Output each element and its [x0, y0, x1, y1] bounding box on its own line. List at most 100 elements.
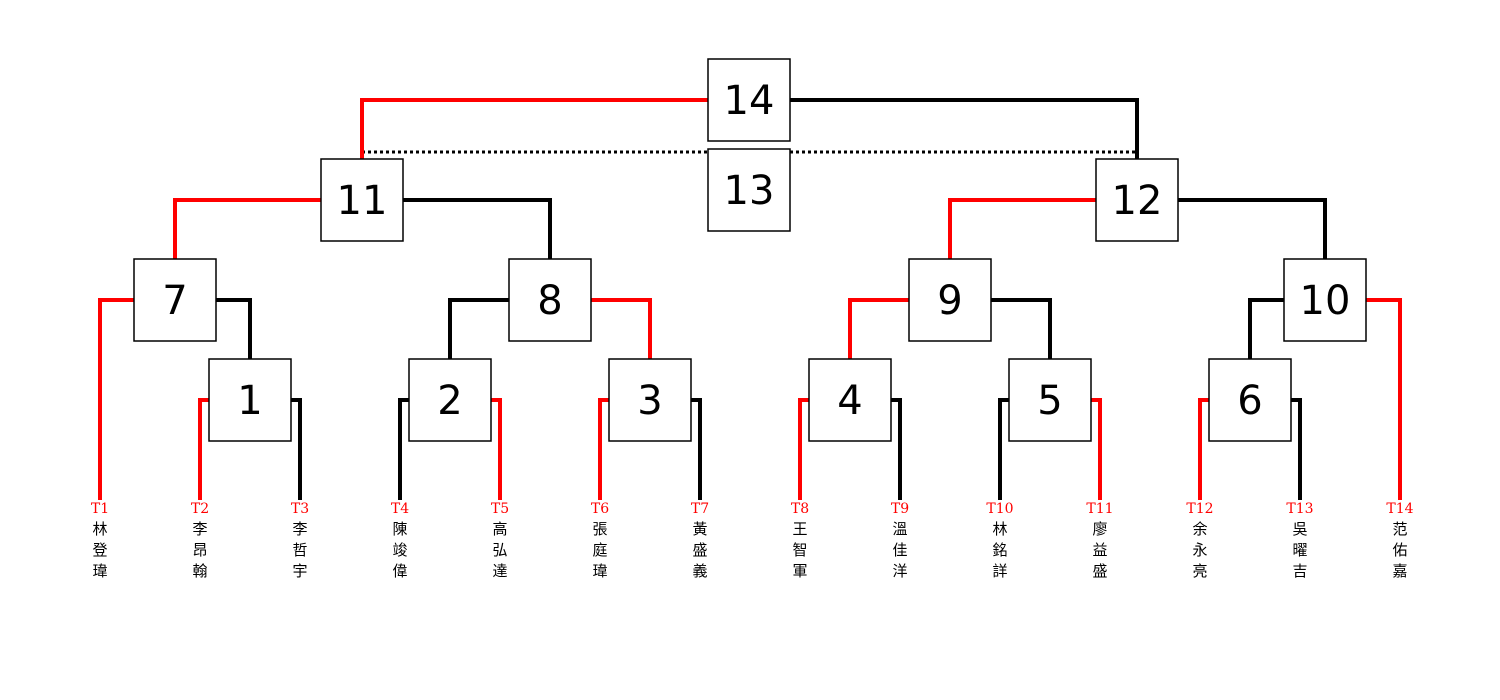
- match-10-left-connector: [1248, 298, 1284, 359]
- match-9-right-connector: [991, 298, 1052, 359]
- team-seed-label: T10: [986, 501, 1013, 517]
- team-player-name: 李昂翰: [192, 520, 207, 580]
- team-seed-label: T4: [391, 501, 409, 517]
- match-box-6[interactable]: 6: [1208, 358, 1292, 442]
- match-box-frame: [808, 358, 892, 442]
- match-1-left-connector: [198, 398, 209, 500]
- match-number: 9: [937, 278, 962, 324]
- match-box-frame: [1008, 358, 1092, 442]
- match-2-right-connector: [491, 398, 502, 500]
- match-number: 10: [1300, 278, 1351, 324]
- team-T6: T6 張庭瑋: [591, 501, 609, 580]
- match-number: 1: [237, 378, 262, 424]
- team-list: T1林登瑋T2李昂翰T3李哲宇T4陳竣偉T5高弘達T6張庭瑋T7黃盛義T8王智軍…: [91, 501, 1414, 580]
- team-player-name: 吳曜吉: [1292, 520, 1307, 580]
- team-player-name: 陳竣偉: [392, 520, 407, 580]
- match-box-frame: [908, 258, 992, 342]
- match-box-7[interactable]: 7: [133, 258, 217, 342]
- match-10-right-connector: [1366, 298, 1402, 500]
- team-T10: T10 林銘詳: [986, 501, 1013, 580]
- team-seed-label: T2: [191, 501, 209, 517]
- match-14-left-connector: [360, 98, 708, 159]
- team-player-name: 王智軍: [792, 520, 807, 580]
- match-box-4[interactable]: 4: [808, 358, 892, 442]
- match-box-12[interactable]: 12: [1095, 158, 1179, 242]
- match-number: 11: [337, 178, 388, 224]
- match-number: 4: [837, 378, 862, 424]
- match-5-left-connector: [998, 398, 1009, 500]
- match-box-2[interactable]: 2: [408, 358, 492, 442]
- match-12-left-connector: [948, 198, 1096, 259]
- team-player-name: 林銘詳: [992, 520, 1007, 580]
- match-box-frame: [707, 58, 791, 142]
- team-T13: T13 吳曜吉: [1286, 501, 1313, 580]
- match-11-right-connector: [403, 198, 552, 259]
- match-box-frame: [608, 358, 692, 442]
- match-number: 2: [437, 378, 462, 424]
- match-box-10[interactable]: 10: [1283, 258, 1367, 342]
- match-box-frame: [707, 148, 791, 232]
- team-player-name: 范佑嘉: [1392, 520, 1407, 580]
- team-player-name: 張庭瑋: [592, 520, 607, 580]
- team-T12: T12 余永亮: [1186, 501, 1213, 580]
- match-7-right-connector: [216, 298, 252, 359]
- match-number: 8: [537, 278, 562, 324]
- match-7-left-connector: [98, 298, 134, 500]
- match-box-frame: [1095, 158, 1179, 242]
- team-seed-label: T11: [1086, 501, 1113, 517]
- match-14-right-connector: [790, 98, 1139, 159]
- match-box-9[interactable]: 9: [908, 258, 992, 342]
- connector-lines: [98, 98, 1402, 500]
- match-box-14[interactable]: 14: [707, 58, 791, 142]
- match-box-11[interactable]: 11: [320, 158, 404, 242]
- match-5-right-connector: [1091, 398, 1102, 500]
- team-player-name: 李哲宇: [292, 520, 307, 580]
- match-11-left-connector: [173, 198, 321, 259]
- team-seed-label: T3: [291, 501, 309, 517]
- match-8-right-connector: [591, 298, 652, 359]
- team-T3: T3 李哲宇: [291, 501, 309, 580]
- match-box-13[interactable]: 13: [707, 148, 791, 232]
- team-seed-label: T13: [1286, 501, 1313, 517]
- match-number: 3: [637, 378, 662, 424]
- match-2-left-connector: [398, 398, 409, 500]
- match-9-left-connector: [848, 298, 909, 359]
- team-seed-label: T9: [891, 501, 909, 517]
- match-4-right-connector: [891, 398, 902, 500]
- match-box-1[interactable]: 1: [208, 358, 292, 442]
- match-3-left-connector: [598, 398, 609, 500]
- team-seed-label: T6: [591, 501, 609, 517]
- team-seed-label: T5: [491, 501, 509, 517]
- match-number: 13: [724, 168, 775, 214]
- team-player-name: 溫佳洋: [892, 520, 907, 580]
- match-number: 6: [1237, 378, 1262, 424]
- match-8-left-connector: [448, 298, 509, 359]
- team-T2: T2 李昂翰: [191, 501, 209, 580]
- match-box-3[interactable]: 3: [608, 358, 692, 442]
- match-3-right-connector: [691, 398, 702, 500]
- match-6-right-connector: [1291, 398, 1302, 500]
- match-number: 12: [1112, 178, 1163, 224]
- match-box-frame: [408, 358, 492, 442]
- team-seed-label: T12: [1186, 501, 1213, 517]
- match-box-frame: [208, 358, 292, 442]
- team-player-name: 余永亮: [1192, 520, 1207, 580]
- match-box-8[interactable]: 8: [508, 258, 592, 342]
- match-box-frame: [1208, 358, 1292, 442]
- team-seed-label: T7: [691, 501, 709, 517]
- match-4-left-connector: [798, 398, 809, 500]
- match-box-frame: [320, 158, 404, 242]
- team-seed-label: T1: [91, 501, 109, 517]
- match-6-left-connector: [1198, 398, 1209, 500]
- match-box-5[interactable]: 5: [1008, 358, 1092, 442]
- match-box-frame: [508, 258, 592, 342]
- team-T9: T9 溫佳洋: [891, 501, 909, 580]
- match-number: 7: [162, 278, 187, 324]
